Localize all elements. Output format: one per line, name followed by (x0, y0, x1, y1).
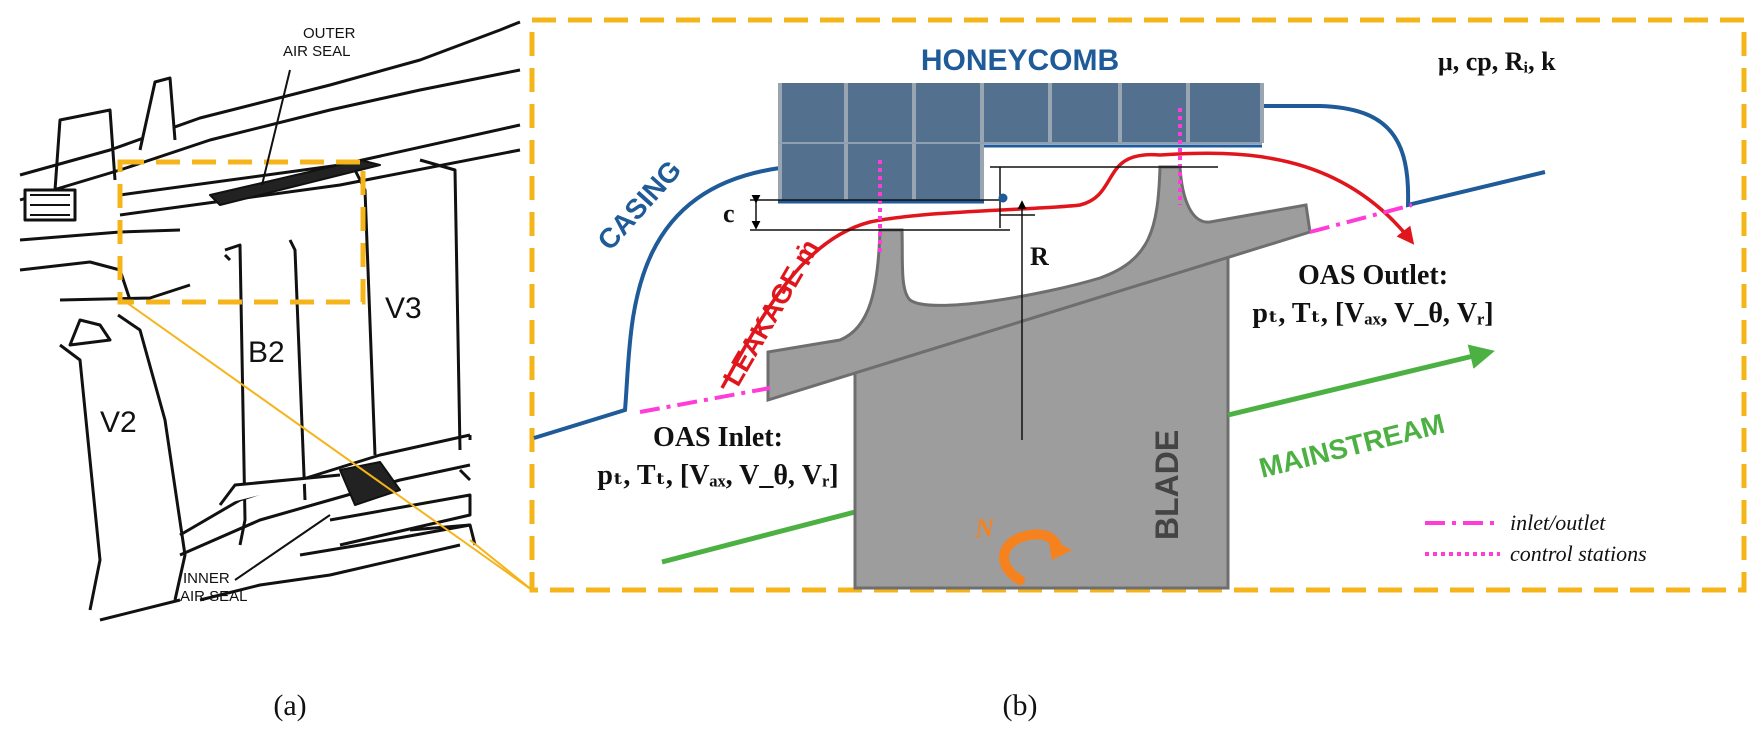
inner-seal-label-2: AIR SEAL (180, 588, 248, 605)
clearance-label: c (723, 199, 735, 228)
honeycomb-block (778, 83, 1264, 204)
panel-b-frame (529, 17, 1747, 593)
zoom-box (117, 159, 366, 305)
leakage-path (720, 151, 1415, 389)
radius-label: R (1030, 242, 1049, 271)
fluid-properties: μ, cp, Rᵢ, k (1438, 47, 1556, 76)
honeycomb-label: HONEYCOMB (921, 44, 1119, 77)
caption-a: (a) (273, 689, 306, 722)
legend-control-label: control stations (1510, 541, 1647, 566)
inlet-vars: pₜ, Tₜ, [Vₐₓ, V_θ, Vᵣ] (597, 460, 838, 491)
inlet-title: OAS Inlet: (653, 422, 783, 453)
caption-b: (b) (1003, 689, 1038, 722)
inner-seal-leader (234, 514, 331, 581)
rotation-arrow-icon (999, 529, 1063, 585)
outlet-station-line (1309, 203, 1413, 234)
outer-seal-leader (261, 69, 291, 186)
casing-line-right (1262, 104, 1546, 208)
zoom-line-top (122, 299, 533, 591)
outer-seal-label-2: AIR SEAL (283, 43, 351, 60)
rotation-label: N (974, 514, 995, 543)
vane-v2-label: V2 (100, 406, 137, 439)
zoom-line-bottom (469, 539, 533, 591)
radius-origin-dot (998, 193, 1008, 203)
inner-seal-label-1: INNER (183, 570, 230, 587)
blade-b2-label: B2 (248, 336, 285, 369)
inlet-station-line (639, 386, 771, 414)
mainstream-lower-line (661, 509, 856, 565)
casing-line (533, 166, 781, 440)
mainstream-label: MAINSTREAM (1256, 408, 1448, 484)
panel-a-drawing (19, 20, 521, 622)
mainstream-arrow (1227, 344, 1495, 418)
outer-seal-label-1: OUTER (303, 25, 356, 42)
outlet-vars: pₜ, Tₜ, [Vₐₓ, V_θ, Vᵣ] (1252, 298, 1493, 329)
legend-inlet-outlet-label: inlet/outlet (1510, 510, 1606, 535)
casing-label: CASING (591, 154, 687, 256)
vane-v3-label: V3 (385, 292, 422, 325)
blade-label: BLADE (1149, 430, 1185, 540)
outlet-title: OAS Outlet: (1298, 260, 1448, 291)
rotation-arrow-head (1048, 538, 1072, 560)
